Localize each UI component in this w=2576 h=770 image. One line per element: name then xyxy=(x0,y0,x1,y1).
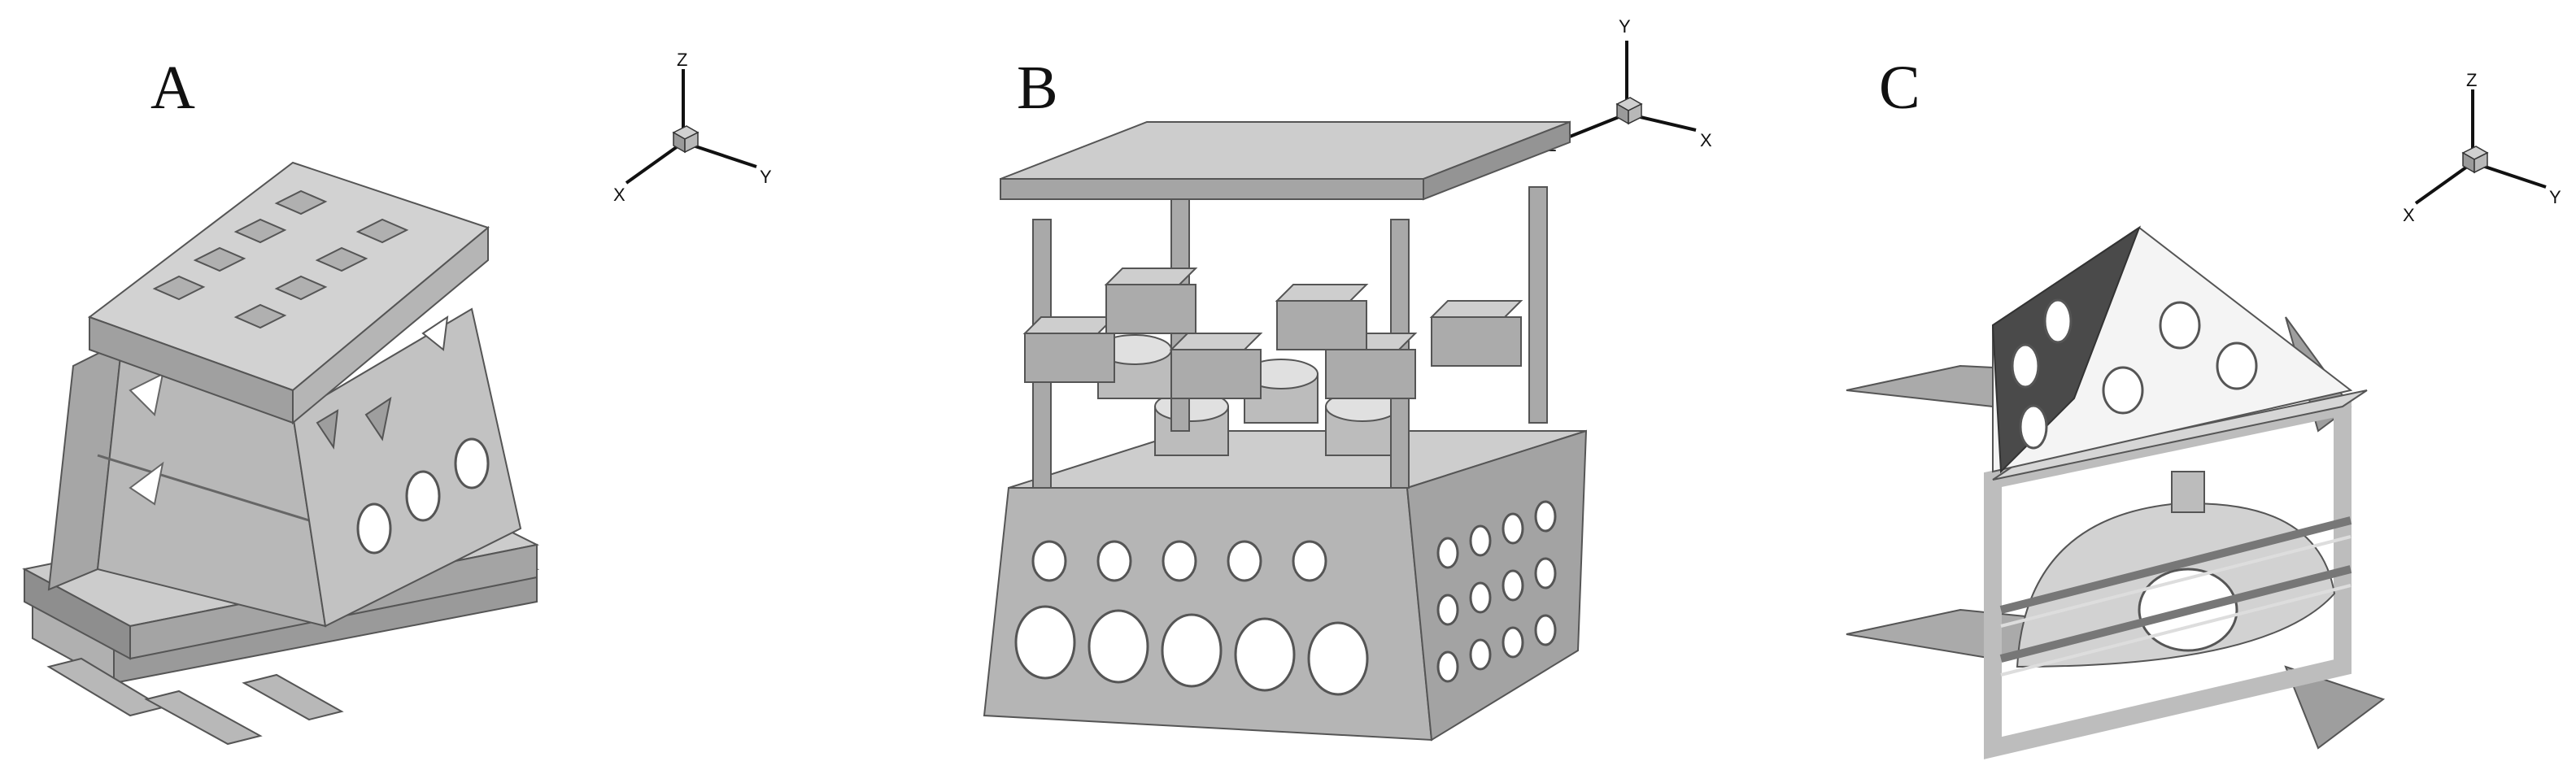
panel-a: A Z X Y xyxy=(0,0,862,770)
axis-label-a-right: Y xyxy=(760,167,772,187)
axis-triad-c: Z X Y xyxy=(2403,70,2561,225)
axis-label-a-left: X xyxy=(613,185,625,205)
axis-label-c-up: Z xyxy=(2466,70,2477,90)
panel-label-b: B xyxy=(1017,54,1058,122)
axis-label-b-up: Y xyxy=(1619,16,1631,37)
model-b-illustration xyxy=(983,120,1588,742)
axis-label-b-right: X xyxy=(1700,130,1712,150)
model-a-illustration xyxy=(22,161,540,746)
axis-triad-a: Z X Y xyxy=(613,50,772,205)
panel-c: C Z X Y xyxy=(1724,0,2576,770)
axis-label-c-left: X xyxy=(2403,205,2415,225)
model-c-illustration xyxy=(1846,225,2386,759)
panel-label-c: C xyxy=(1879,54,1920,122)
panel-label-a: A xyxy=(150,54,195,122)
axis-label-c-right: Y xyxy=(2549,187,2561,207)
panel-b: B Y Z X xyxy=(862,0,1724,770)
axis-label-a-up: Z xyxy=(677,50,687,70)
model-b-top-sockets xyxy=(1022,268,1523,399)
